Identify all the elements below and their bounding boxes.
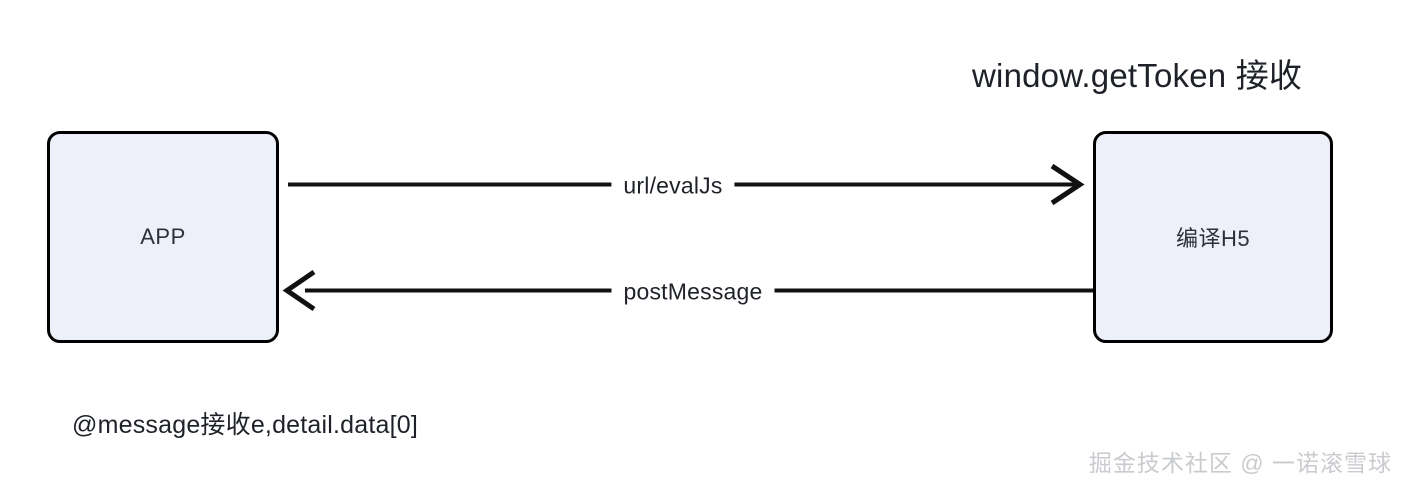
edge-label-postmessage: postMessage <box>611 278 775 306</box>
node-app[interactable]: APP <box>47 131 279 343</box>
node-h5[interactable]: 编译H5 <box>1093 131 1333 343</box>
footnote-message-handler: @message接收e,detail.data[0] <box>72 411 419 439</box>
diagram-title: window.getToken 接收 <box>972 57 1303 94</box>
edge-label-url-evaljs: url/evalJs <box>611 172 735 200</box>
node-h5-label: 编译H5 <box>1175 226 1251 251</box>
arrowhead-right-icon <box>1050 163 1085 206</box>
node-app-label: APP <box>140 224 186 249</box>
watermark: 掘金技术社区 @ 一诺滚雪球 <box>1088 450 1392 476</box>
arrowhead-left-icon <box>282 269 316 312</box>
